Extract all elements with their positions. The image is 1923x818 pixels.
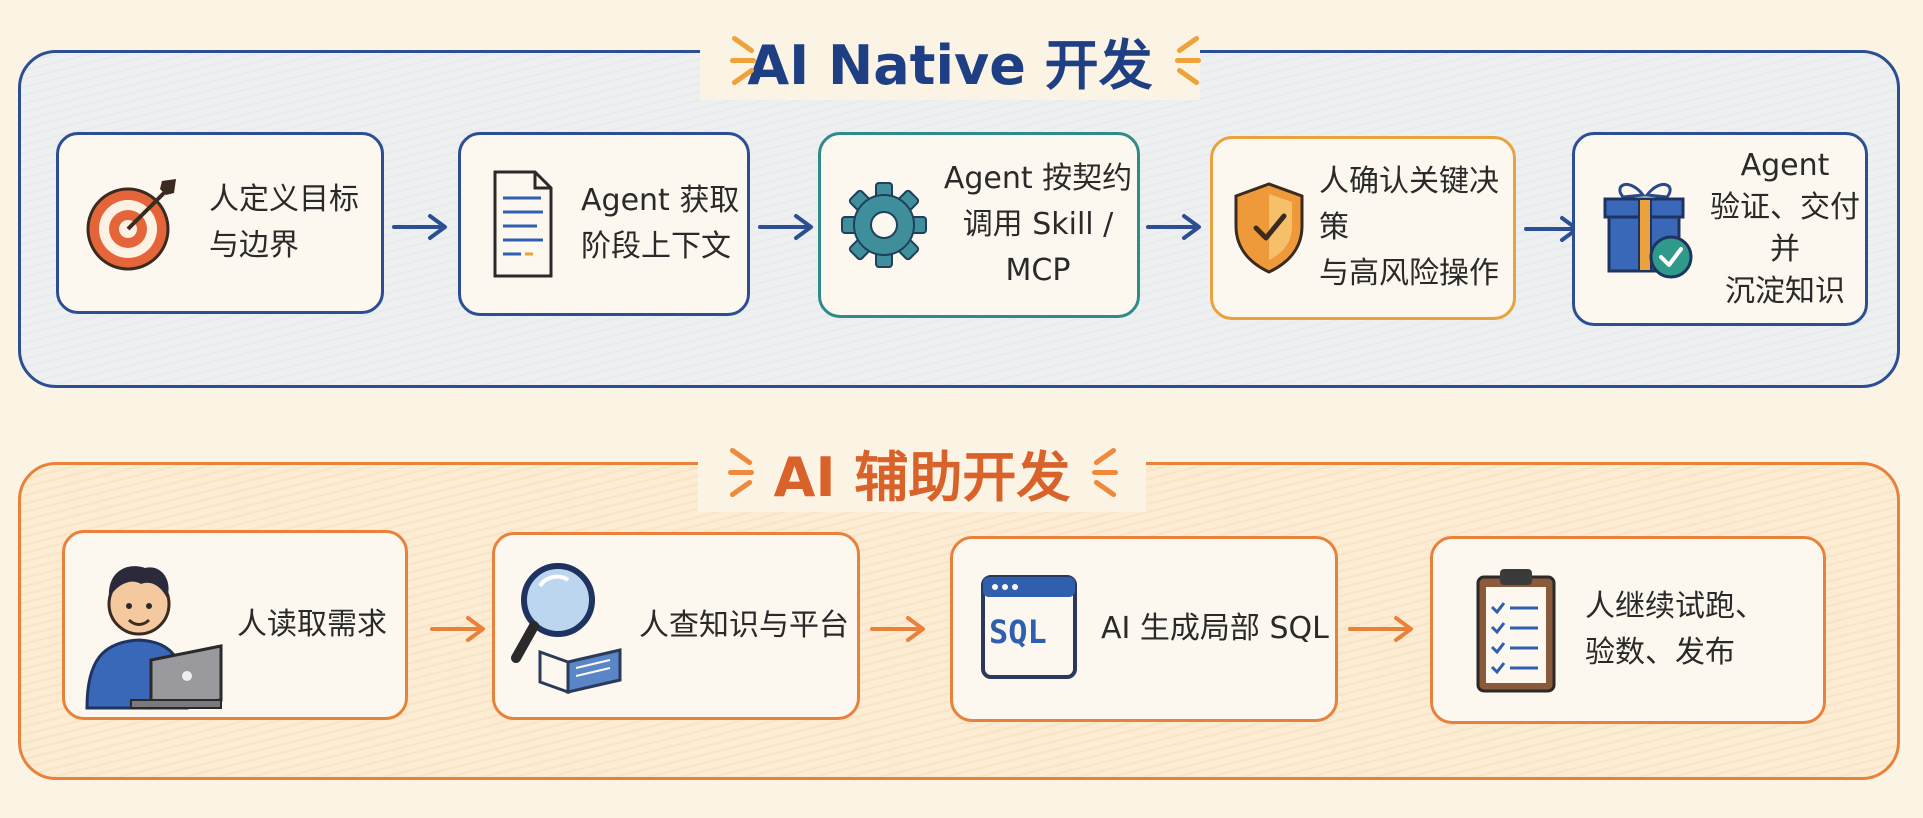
gift-box-check-icon <box>1597 169 1697 289</box>
sparkle-icon <box>722 30 756 90</box>
clipboard-checklist-icon <box>1461 555 1571 705</box>
arrow-right-icon <box>758 214 813 240</box>
assist-step-3-card: SQL AI 生成局部 SQL <box>950 536 1338 722</box>
assist-step-2-label: 人查知识与平台 <box>639 608 849 643</box>
assist-step-3-label: AI 生成局部 SQL <box>1101 611 1329 646</box>
native-step-4-card: 人确认关键决策 与高风险操作 <box>1210 136 1516 320</box>
native-step-3-label: Agent 按契约 调用 Skill / MCP <box>943 161 1133 288</box>
native-step-3-card: Agent 按契约 调用 Skill / MCP <box>818 132 1140 318</box>
arrow-right-icon <box>430 616 485 642</box>
sparkle-icon <box>720 442 760 502</box>
native-step-2-label: Agent 获取 阶段上下文 <box>581 183 740 264</box>
native-step-5-card: Agent 验证、交付并 沉淀知识 <box>1572 132 1868 326</box>
assist-step-1-label: 人读取需求 <box>237 607 387 642</box>
arrow-right-icon <box>1146 214 1201 240</box>
gear-icon <box>839 175 929 275</box>
assist-step-2-card: 人查知识与平台 <box>492 532 860 720</box>
ai-assist-title-text: AI 辅助开发 <box>773 445 1071 509</box>
magnifier-book-icon <box>509 551 629 701</box>
native-step-5-label: Agent 验证、交付并 沉淀知识 <box>1710 148 1860 309</box>
target-icon <box>77 168 187 278</box>
assist-step-4-label: 人继续试跑、 验数、发布 <box>1585 589 1765 670</box>
native-step-1-label: 人定义目标 与边界 <box>209 182 359 263</box>
sparkle-icon <box>1084 442 1124 502</box>
sql-badge: SQL <box>989 613 1047 651</box>
person-laptop-icon <box>81 535 231 715</box>
arrow-right-icon <box>870 616 925 642</box>
shield-check-icon <box>1227 173 1311 283</box>
arrow-right-icon <box>1348 616 1413 642</box>
native-step-4-label: 人确认关键决策 与高风险操作 <box>1319 164 1499 291</box>
document-icon <box>483 164 563 284</box>
ai-native-title-text: AI Native 开发 <box>747 33 1153 97</box>
sql-window-icon: SQL <box>975 569 1085 689</box>
arrow-right-icon <box>392 214 447 240</box>
assist-step-4-card: 人继续试跑、 验数、发布 <box>1430 536 1826 724</box>
ai-assist-title: AI 辅助开发 <box>698 432 1146 512</box>
native-step-1-card: 人定义目标 与边界 <box>56 132 384 314</box>
assist-step-1-card: 人读取需求 <box>62 530 408 720</box>
sparkle-icon <box>1167 30 1201 90</box>
native-step-2-card: Agent 获取 阶段上下文 <box>458 132 750 316</box>
ai-native-title: AI Native 开发 <box>700 20 1201 100</box>
